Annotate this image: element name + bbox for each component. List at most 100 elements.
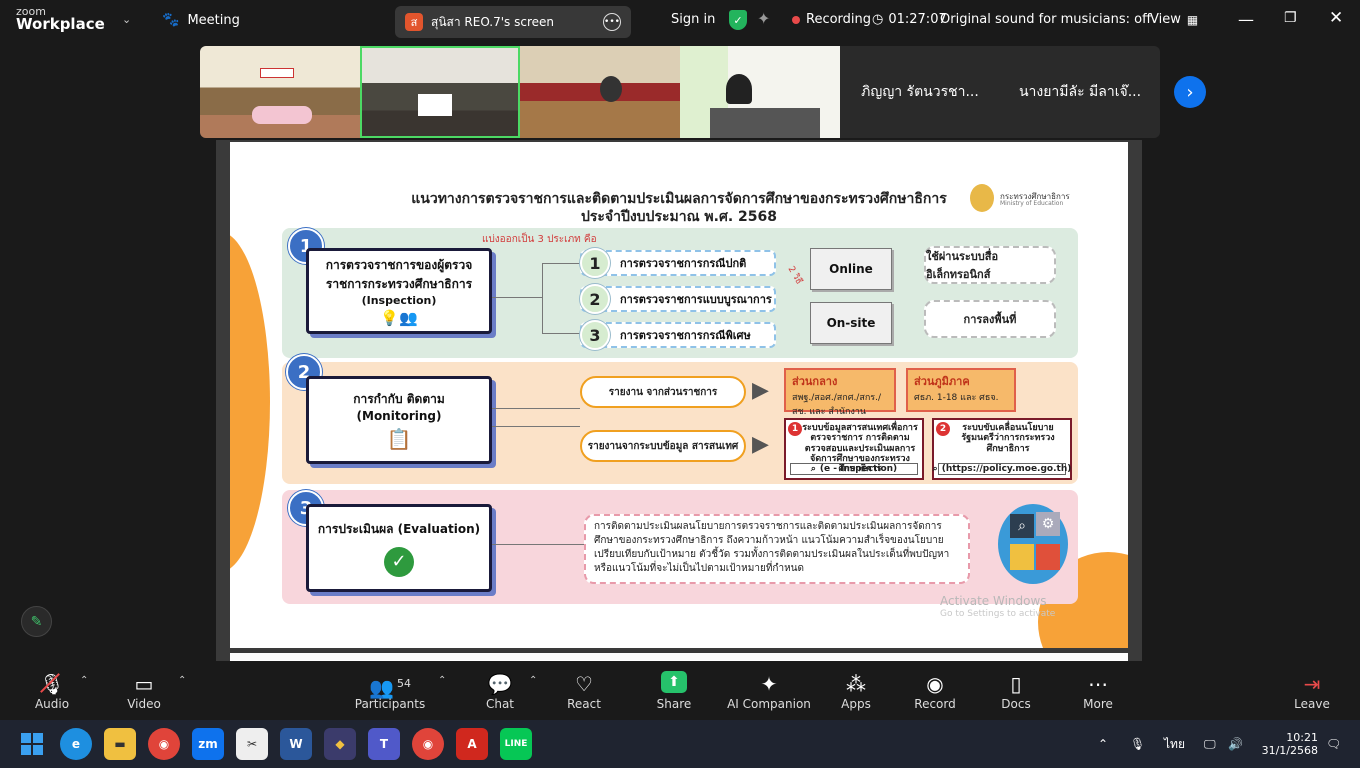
- chrome-profile-icon[interactable]: ◉: [412, 728, 444, 760]
- leave-meeting-button[interactable]: ⇥ Leave: [1290, 661, 1334, 720]
- notification-icon[interactable]: 🗨: [1326, 737, 1342, 751]
- screen-share-indicator[interactable]: ส สุนิสา REO.7's screen •••: [395, 6, 631, 38]
- meeting-menu[interactable]: 🐾 Meeting: [162, 12, 240, 28]
- onsite-description: การลงพื้นที่: [924, 300, 1056, 338]
- policy-system-box: 2 ระบบขับเคลื่อนนโยบายรัฐมนตรีว่าการกระท…: [932, 418, 1072, 480]
- participants-options-caret[interactable]: ⌃: [438, 675, 447, 686]
- onsite-mode-box: On-site: [810, 302, 892, 344]
- video-tile[interactable]: [200, 46, 360, 138]
- chevron-down-icon[interactable]: ⌄: [122, 13, 132, 26]
- video-button[interactable]: ▭ Video: [122, 661, 166, 720]
- line-app-icon[interactable]: LINE: [500, 728, 532, 760]
- edge-browser-icon[interactable]: e: [60, 728, 92, 760]
- more-button[interactable]: ⋯ More: [1076, 661, 1120, 720]
- logo-big-text: Workplace: [16, 15, 105, 33]
- connector-line: [492, 297, 542, 298]
- audio-options-caret[interactable]: ⌃: [80, 675, 89, 686]
- share-screen-button[interactable]: ⬆ Share: [652, 661, 696, 720]
- react-button[interactable]: ♡ React: [562, 661, 606, 720]
- minimize-icon[interactable]: —: [1238, 10, 1254, 29]
- word-icon[interactable]: W: [280, 728, 312, 760]
- volume-icon[interactable]: 🔊: [1228, 737, 1243, 751]
- pdf-reader-icon[interactable]: A: [456, 728, 488, 760]
- participants-label: Participants: [354, 696, 426, 711]
- chat-options-caret[interactable]: ⌃: [529, 675, 538, 686]
- item-number: 3: [580, 320, 610, 350]
- info-system-report-pill: รายงานจากระบบข้อมูล สารสนเทศ: [580, 430, 746, 462]
- search-icon: ⌕: [932, 464, 938, 474]
- zoom-workplace-logo[interactable]: zoom Workplace: [16, 6, 105, 32]
- search-text: (https://policy.moe.go.th): [941, 464, 1072, 474]
- recording-indicator[interactable]: Recording: [792, 12, 871, 27]
- input-language[interactable]: ไทย: [1164, 736, 1185, 751]
- e-inspection-search: ⌕(e - Inspection): [790, 463, 918, 475]
- network-icon[interactable]: 🖵: [1204, 736, 1216, 751]
- view-label: View: [1150, 12, 1181, 27]
- item-number: 1: [580, 248, 610, 278]
- connector-line: [542, 333, 580, 334]
- participant-name-tile[interactable]: นางยามีลัะ มีลาเจ๊...: [1018, 84, 1142, 100]
- policy-search: ⌕(https://policy.moe.go.th): [933, 463, 1071, 475]
- shared-screen-area[interactable]: แนวทางการตรวจราชการและติดตามประเมินผลการ…: [216, 140, 1142, 661]
- more-options-icon[interactable]: •••: [603, 13, 621, 31]
- video-label: Video: [127, 696, 161, 711]
- online-mode-box: Online: [810, 248, 892, 290]
- video-options-caret[interactable]: ⌃: [178, 675, 187, 686]
- sparkle-icon[interactable]: ✦: [757, 9, 771, 28]
- close-icon[interactable]: ✕: [1329, 8, 1344, 28]
- video-tile-active-speaker[interactable]: [360, 46, 520, 138]
- shield-check-icon[interactable]: ✓: [729, 10, 747, 30]
- participants-count: 54: [396, 676, 411, 690]
- ai-label: AI Companion: [727, 696, 811, 711]
- windows-start-icon[interactable]: [16, 728, 48, 760]
- evaluation-box: การประเมินผล (Evaluation) ✓: [306, 504, 492, 592]
- slide-title-line2: ประจำปีงบประมาณ พ.ศ. 2568: [580, 209, 778, 225]
- ai-companion-button[interactable]: ✦ AI Companion: [726, 661, 812, 720]
- leave-door-icon: ⇥: [1303, 671, 1321, 696]
- ministry-seal-icon: [970, 184, 994, 212]
- decorative-left-shape: [230, 232, 270, 572]
- system-description: ระบบขับเคลื่อนนโยบายรัฐมนตรีว่าการกระทรว…: [961, 423, 1055, 454]
- teams-icon[interactable]: T: [368, 728, 400, 760]
- windows-taskbar: e ▬ ◉ zm ✂ W ◆ T ◉ A LINE ⌃ 🎙 ไทย 🖵 🔊 10…: [0, 720, 1360, 768]
- meeting-label: Meeting: [187, 12, 240, 28]
- record-button[interactable]: ◉ Record: [913, 661, 957, 720]
- connector-line: [542, 263, 580, 264]
- video-tile[interactable]: [520, 46, 680, 138]
- snipping-tool-icon[interactable]: ✂: [236, 728, 268, 760]
- central-title: ส่วนกลาง: [792, 375, 838, 388]
- tray-overflow-icon[interactable]: ⌃: [1098, 737, 1109, 751]
- chrome-icon[interactable]: ◉: [148, 728, 180, 760]
- ministry-name-en: Ministry of Education: [1000, 200, 1064, 207]
- next-page-button[interactable]: ›: [1174, 76, 1206, 108]
- participant-name-tile[interactable]: ภิญญา รัตนวรชา...: [861, 84, 979, 100]
- leave-label: Leave: [1294, 696, 1330, 711]
- original-sound-status[interactable]: Original sound for musicians: off: [940, 12, 1152, 27]
- record-circle-icon: ◉: [926, 671, 944, 696]
- maximize-icon[interactable]: ❐: [1284, 10, 1297, 26]
- sign-in-link[interactable]: Sign in: [671, 12, 716, 27]
- connector-line: [492, 426, 580, 427]
- annotate-pen-icon[interactable]: ✎: [21, 606, 52, 637]
- evaluation-description: การติดตามประเมินผลนโยบายการตรวจราชการและ…: [584, 514, 970, 584]
- apps-button[interactable]: ⁂ Apps: [834, 661, 878, 720]
- audio-button[interactable]: 🎙 Audio: [30, 661, 74, 720]
- share-label: Share: [656, 696, 692, 711]
- file-explorer-icon[interactable]: ▬: [104, 728, 136, 760]
- docs-button[interactable]: ▯ Docs: [994, 661, 1038, 720]
- connector-line: [492, 408, 580, 409]
- system-clock[interactable]: 10:21 31/1/2568: [1262, 720, 1318, 768]
- docs-label: Docs: [1001, 696, 1031, 711]
- item-label: การตรวจราชการกรณีปกติ: [620, 257, 747, 270]
- zoom-taskbar-icon[interactable]: zm: [192, 728, 224, 760]
- inspection-type-item: 3 การตรวจราชการกรณีพิเศษ: [580, 320, 776, 350]
- chat-button[interactable]: 💬 Chat: [478, 661, 522, 720]
- view-menu[interactable]: View ▦: [1150, 12, 1198, 27]
- video-tile[interactable]: [680, 46, 840, 138]
- check-circle-icon: ✓: [384, 546, 414, 577]
- participants-button[interactable]: 👥54 Participants: [354, 661, 426, 720]
- tray-microphone-icon[interactable]: 🎙: [1130, 737, 1146, 751]
- more-label: More: [1083, 696, 1113, 711]
- item-number: 2: [580, 284, 610, 314]
- app-icon[interactable]: ◆: [324, 728, 356, 760]
